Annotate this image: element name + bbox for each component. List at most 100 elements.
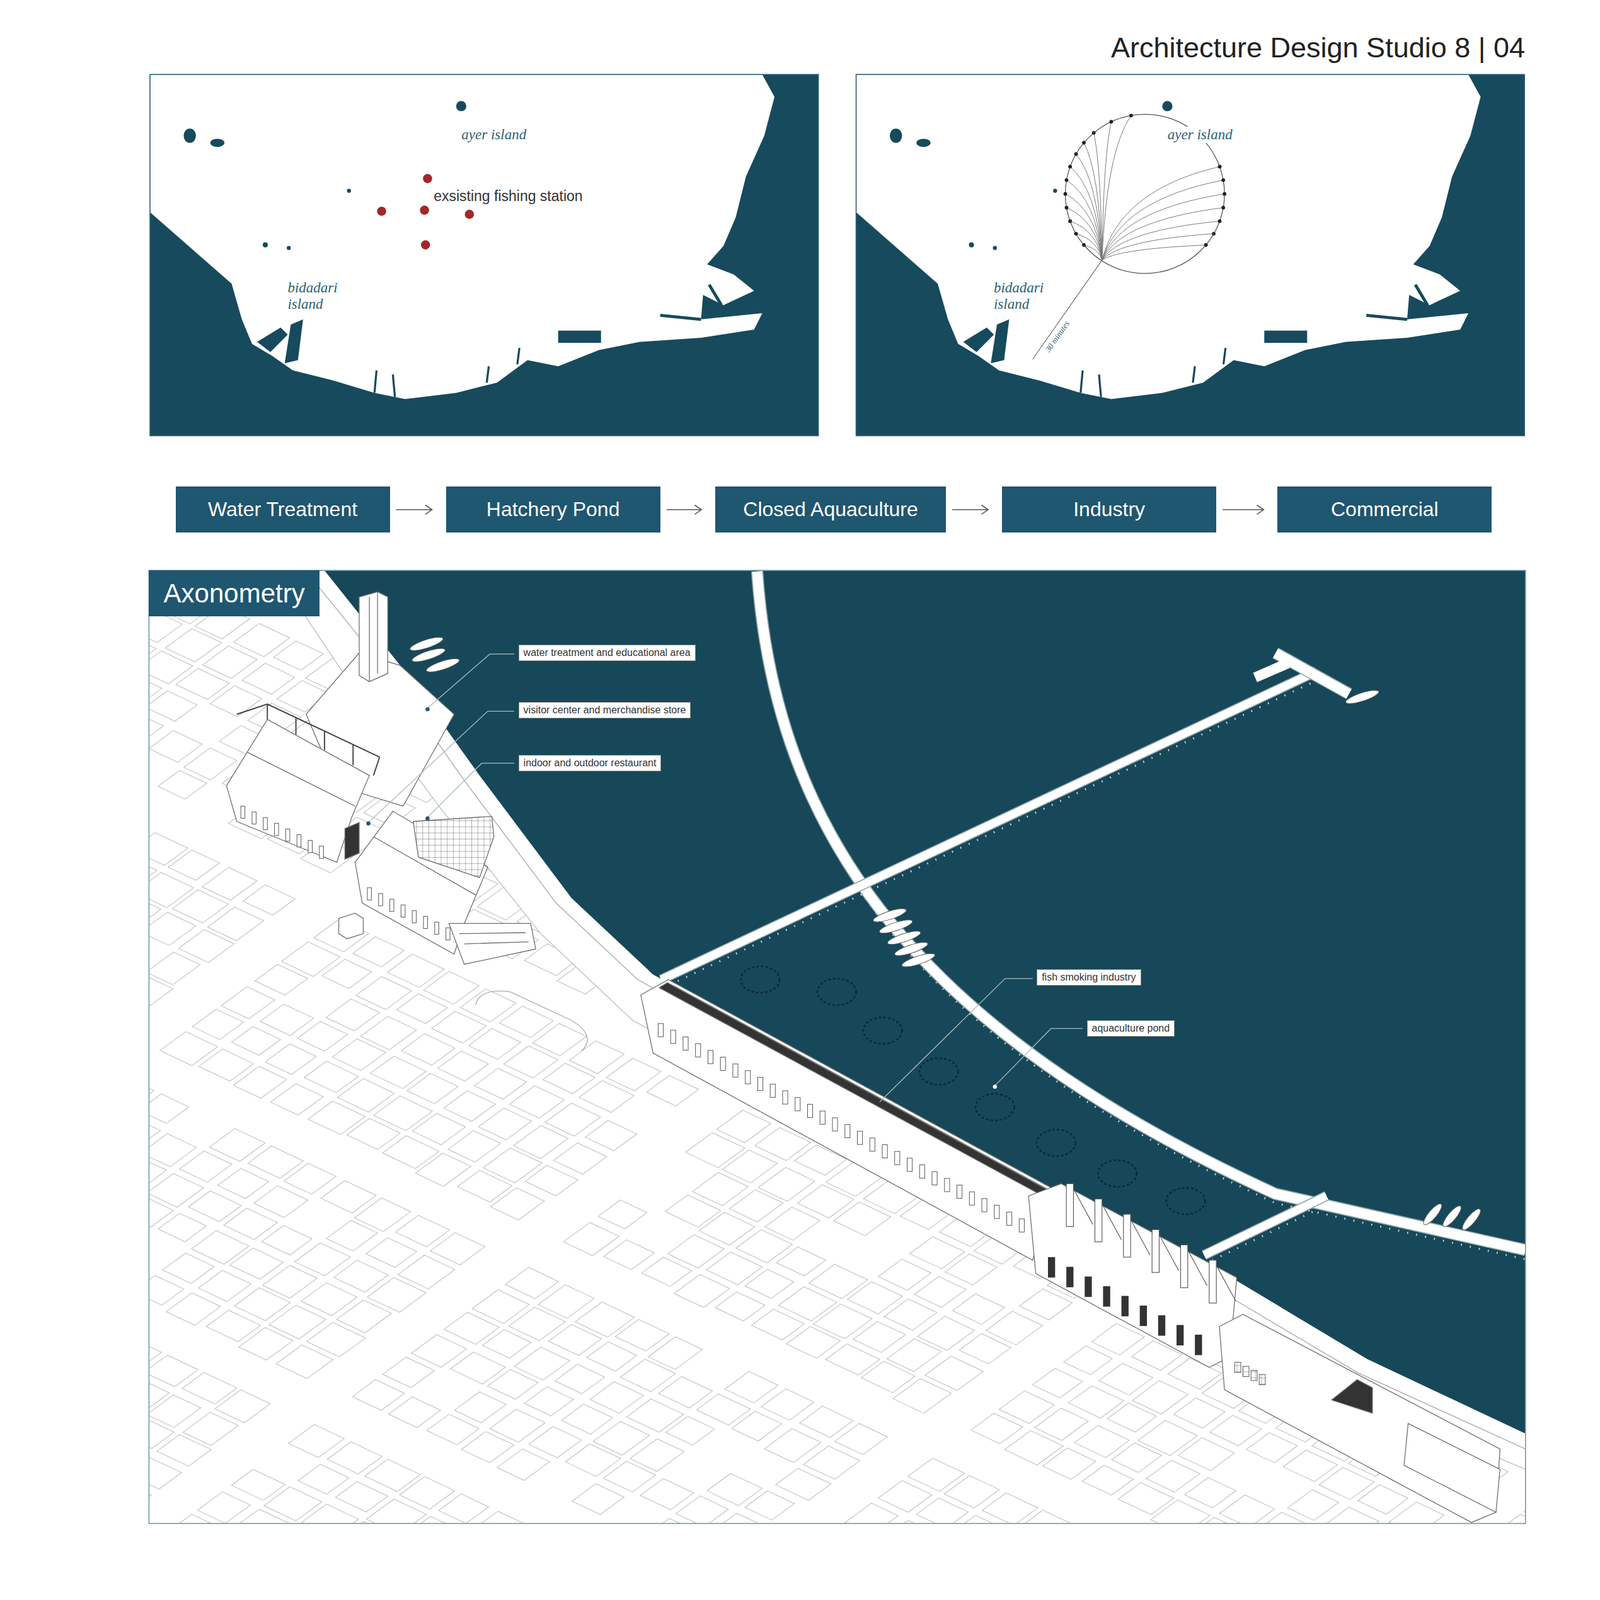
fishing-station-dot — [376, 206, 387, 217]
roof-line — [1102, 1204, 1122, 1241]
city-block — [1032, 1368, 1083, 1398]
route-dot — [1092, 131, 1096, 135]
building — [640, 979, 1500, 1522]
city-block — [168, 850, 220, 881]
city-block — [241, 663, 295, 695]
process-box-text: Closed Aquaculture — [742, 497, 919, 522]
city-block — [461, 1431, 514, 1463]
city-block — [335, 1481, 388, 1512]
page-title: Architecture Design Studio 8 | 04 — [1110, 31, 1526, 65]
city-block — [297, 1021, 348, 1052]
building-window — [932, 1171, 938, 1185]
city-block — [395, 1215, 450, 1248]
city-block — [598, 1199, 648, 1229]
city-block — [1019, 1288, 1073, 1320]
city-block — [892, 1378, 951, 1414]
city-block — [845, 1502, 898, 1524]
city-block — [175, 668, 230, 700]
city-block — [1111, 1443, 1162, 1473]
pier — [661, 671, 1317, 980]
city-block — [148, 1456, 182, 1490]
city-block — [382, 1357, 435, 1388]
leader-dot — [993, 1084, 997, 1089]
boat — [900, 950, 936, 970]
pier — [756, 571, 1526, 1251]
city-block — [148, 1275, 184, 1306]
city-block — [509, 1085, 565, 1118]
building — [1028, 1183, 1237, 1367]
pier — [1275, 652, 1350, 694]
city-block — [346, 1118, 401, 1150]
building-window — [882, 1144, 888, 1158]
building-window — [1007, 1211, 1013, 1226]
city-block — [283, 1163, 336, 1195]
process-box-text: Water Treatment — [207, 497, 358, 522]
city-block — [490, 1187, 545, 1221]
route-dot — [1074, 231, 1079, 236]
route-dot — [1221, 178, 1226, 183]
callout-label-text: fish smoking industry — [1041, 971, 1136, 983]
city-block — [1146, 1460, 1200, 1493]
city-block — [833, 1201, 892, 1236]
city-block — [482, 1329, 532, 1359]
route-line — [1032, 260, 1103, 360]
callout-label-text: indoor and outdoor restaurant — [523, 757, 657, 769]
building — [226, 591, 536, 965]
city-block — [1082, 1465, 1134, 1495]
map-label: ayer island — [459, 126, 529, 144]
building-window — [412, 910, 416, 923]
building-window — [894, 1151, 900, 1165]
city-block — [162, 1252, 215, 1284]
building-window — [907, 1158, 913, 1172]
axonometry-drawing — [148, 570, 1526, 1524]
city-block — [270, 1083, 324, 1116]
building — [247, 751, 356, 806]
city-block — [776, 1247, 826, 1277]
city-block — [404, 1516, 463, 1524]
leader-dot — [366, 707, 997, 1089]
city-block — [148, 730, 203, 762]
flow-arrow — [1222, 505, 1264, 515]
city-block — [640, 1478, 694, 1510]
building-window — [657, 1023, 663, 1037]
aquaculture-pond — [863, 1017, 903, 1044]
city-block — [884, 1298, 938, 1331]
building-window — [969, 1191, 975, 1205]
route-dot — [1221, 206, 1226, 210]
building-window — [263, 817, 268, 830]
city-block — [273, 640, 324, 671]
aquaculture-pond — [1097, 1160, 1137, 1187]
city-block — [352, 936, 404, 967]
building — [226, 719, 370, 863]
city-block — [234, 1509, 292, 1524]
city-block — [148, 952, 200, 985]
city-block — [731, 1410, 783, 1441]
city-block — [1358, 1484, 1409, 1515]
flow-arrow — [396, 505, 433, 515]
building-window — [1121, 1295, 1129, 1316]
city-block — [276, 1344, 334, 1379]
city-block — [253, 1185, 309, 1219]
building-window — [378, 893, 383, 906]
leader-line — [368, 654, 1083, 1103]
building — [359, 591, 388, 682]
city-block — [606, 1058, 662, 1091]
building-window — [423, 916, 428, 929]
city-block — [254, 964, 308, 996]
fishing-station-dot — [465, 209, 475, 220]
city-block — [878, 1259, 932, 1290]
process-box-text: Hatchery Pond — [486, 497, 621, 522]
city-block — [217, 1168, 269, 1199]
city-block — [325, 998, 380, 1031]
site-map — [149, 74, 819, 436]
city-block — [399, 1476, 455, 1510]
process-box: Closed Aquaculture — [715, 486, 946, 533]
boat — [1440, 1203, 1464, 1230]
city-block — [221, 986, 275, 1019]
panel-heading: Axonometry — [148, 570, 319, 617]
chimney — [1180, 1244, 1188, 1288]
route-dot — [1222, 192, 1227, 196]
city-block — [178, 929, 234, 963]
